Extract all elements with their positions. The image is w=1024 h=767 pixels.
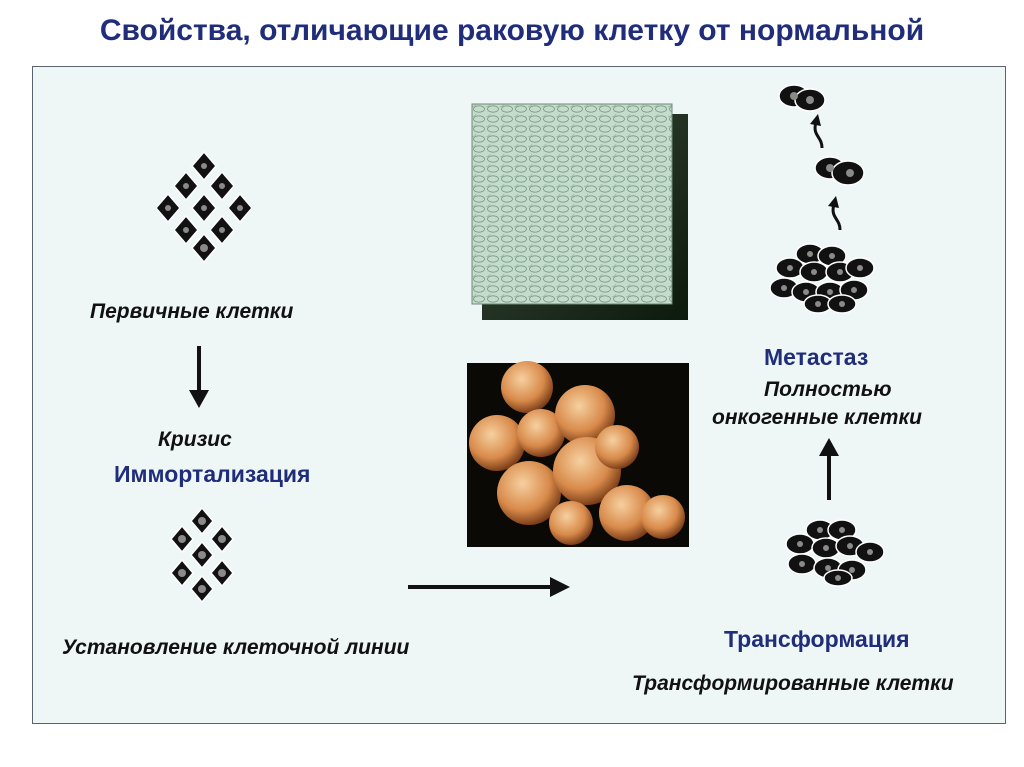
curved-arrow-up-icon [826, 196, 846, 232]
transformed-cell-mass [782, 518, 886, 586]
metastasis-cells-middle [814, 154, 868, 188]
label-transformed-cells: Трансформированные клетки [632, 672, 954, 696]
cell-culture-photo [472, 104, 688, 320]
label-fully-oncogenic-line1: Полностью [764, 378, 892, 402]
arrow-down-icon [188, 346, 210, 410]
label-primary-cells: Первичные клетки [90, 300, 293, 324]
immortalized-cells-cluster [160, 506, 246, 604]
oncogenic-cell-mass [770, 242, 876, 314]
label-cell-line: Установление клеточной линии [62, 636, 409, 660]
arrow-up-icon [818, 438, 840, 500]
label-transformation: Трансформация [724, 626, 910, 653]
label-fully-oncogenic-line2: онкогенные клетки [712, 406, 922, 430]
arrow-right-icon [408, 575, 572, 599]
curved-arrow-up-icon [808, 114, 828, 150]
colony-photo [467, 363, 689, 547]
metastasis-cells-top [778, 82, 830, 114]
primary-cells-cluster [158, 150, 250, 262]
label-immortalization: Иммортализация [114, 461, 310, 488]
page-title: Свойства, отличающие раковую клетку от н… [0, 14, 1024, 48]
label-crisis: Кризис [158, 428, 232, 452]
label-metastasis: Метастаз [764, 344, 868, 371]
